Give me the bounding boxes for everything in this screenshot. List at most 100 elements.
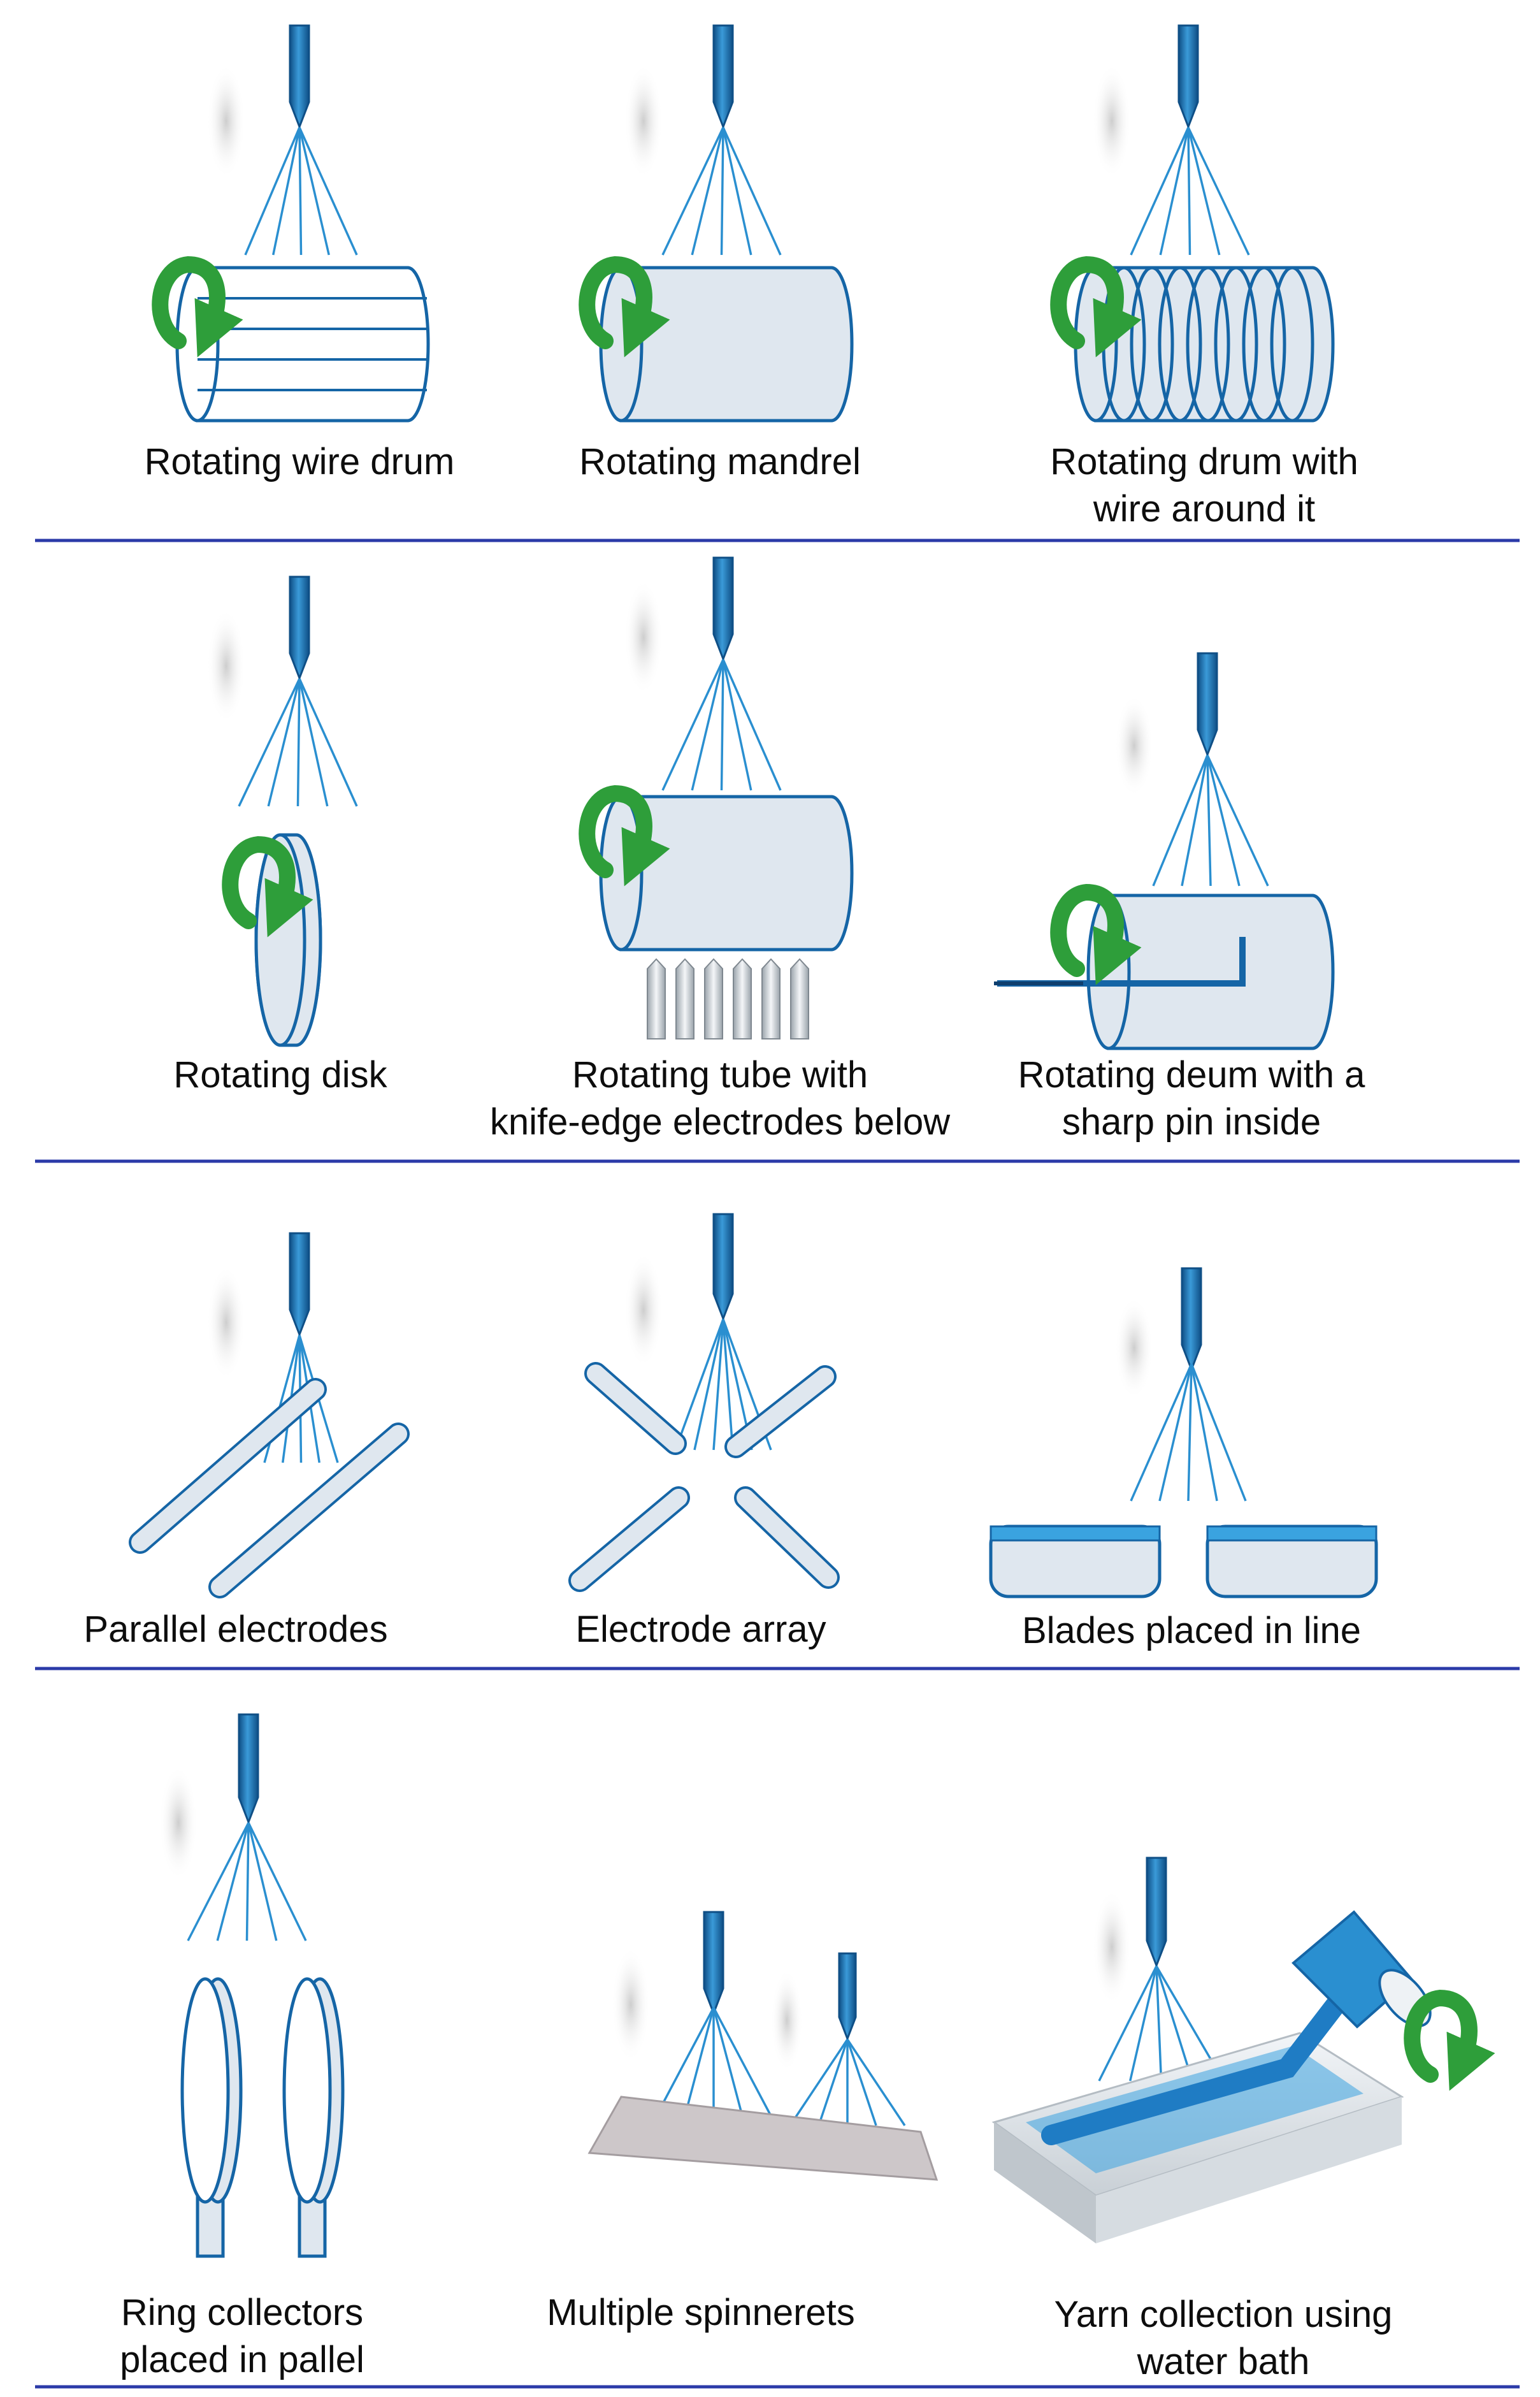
caption-wire-drum: Rotating wire drum: [144, 441, 455, 482]
rotation-arrow-wire-drum: [152, 256, 243, 358]
fiber-jet-1: [1181, 755, 1209, 887]
parallel-electrode-1-fill: [131, 1380, 324, 1551]
fiber-jet-1: [1129, 1966, 1158, 2082]
wire-drum-body: [196, 266, 430, 423]
fiber-jet-0: [244, 127, 301, 256]
blade-right-edge: [1206, 1525, 1378, 1542]
knife-electrode-5: [790, 958, 809, 1039]
fiber-jet-1: [216, 1822, 250, 1941]
wound-wire-5: [1214, 266, 1258, 423]
blade-left-edge: [989, 1525, 1161, 1542]
fiber-jet-4: [298, 127, 358, 256]
fiber-jet-4: [722, 659, 782, 791]
fiber-jet-1: [1159, 127, 1190, 256]
knife-electrode-0: [647, 958, 666, 1039]
fiber-multi-2-1: [817, 2039, 849, 2126]
fiber-jet-3: [298, 678, 329, 807]
caption-yarn: Yarn collection using water bath: [1054, 2294, 1393, 2382]
knife-electrode-4: [761, 958, 781, 1039]
fiber-jet-0: [238, 678, 301, 807]
fiber-jet-2: [720, 659, 724, 791]
fiber-jet-3: [1187, 127, 1221, 256]
needle-multi-1: [703, 1911, 724, 2017]
pin-drum-body: [1107, 894, 1335, 1050]
needle-drum-wire: [1177, 24, 1199, 130]
parallel-electrode-2-fill: [211, 1425, 407, 1596]
caption-drum-pin: Rotating deum with a sharp pin inside: [1018, 1054, 1365, 1143]
needle-blades: [1181, 1267, 1202, 1373]
knife-electrode-3: [733, 958, 752, 1039]
needle-array: [712, 1213, 734, 1322]
tube-body: [619, 795, 854, 952]
fiber-multi-2-3: [846, 2039, 877, 2126]
blur-shadow: [612, 1947, 650, 2062]
caption-tube-knife: Rotating tube with knife-edge electrodes…: [489, 1054, 951, 1143]
caption-parallel: Parallel electrodes: [83, 1609, 388, 1650]
fiber-jet-0: [187, 1822, 250, 1941]
knife-electrode-2: [704, 958, 723, 1039]
fiber-jet-2: [245, 1822, 250, 1941]
fiber-multi-1-1: [684, 2007, 715, 2117]
fiber-jet-3: [722, 1319, 734, 1451]
knife-electrode-1: [675, 958, 694, 1039]
array-electrode-br-fill: [737, 1489, 837, 1586]
fiber-jet-0: [1130, 127, 1190, 256]
rotation-arrow-drum-wire: [1050, 256, 1142, 358]
blur-shadow: [207, 1265, 245, 1380]
fiber-jet-2: [1187, 1363, 1193, 1502]
needle-wire-drum: [289, 24, 310, 130]
fiber-jet-4: [1187, 127, 1250, 256]
caption-mandrel: Rotating mandrel: [579, 441, 861, 482]
fiber-multi-1-4: [712, 2007, 772, 2117]
fiber-jet-3: [1190, 1363, 1218, 1502]
fiber-jet-2: [720, 127, 724, 256]
fiber-jet-0: [661, 127, 724, 256]
needle-mandrel: [712, 24, 734, 130]
fiber-jet-2: [298, 127, 303, 256]
fiber-jet-2: [1206, 755, 1212, 887]
blur-shadow: [1093, 1890, 1131, 2004]
caption-multi: Multiple spinnerets: [547, 2292, 855, 2333]
mandrel-body: [619, 266, 854, 423]
water-bath-side: [994, 2122, 1096, 2243]
fiber-jet-1: [1158, 1363, 1193, 1502]
fiber-jet-4: [298, 678, 358, 807]
rotation-arrow-mandrel: [579, 256, 670, 358]
fiber-jet-3: [722, 127, 752, 256]
fiber-jet-1: [693, 1319, 724, 1451]
caption-rings: Ring collectors placed in pallel: [120, 2292, 364, 2380]
fiber-jet-4: [1206, 755, 1269, 887]
rotation-arrow-tube: [579, 785, 670, 887]
fiber-jet-3: [722, 659, 752, 791]
fiber-jet-0: [1098, 1966, 1158, 2082]
blur-shadow: [207, 609, 245, 723]
blur-shadow: [624, 64, 663, 178]
array-electrode-tr-fill: [727, 1368, 834, 1456]
rotation-arrow-drum-pin: [1050, 883, 1142, 985]
wound-wire-6: [1242, 266, 1286, 423]
blur-shadow: [207, 64, 245, 178]
array-electrode-tl-fill: [587, 1365, 684, 1452]
fiber-multi-1-3: [712, 2007, 744, 2117]
blur-shadow: [771, 1969, 803, 2071]
array-electrode-bl-fill: [571, 1489, 687, 1590]
fiber-jet-2: [1155, 1966, 1163, 2082]
fiber-jet-0: [674, 1319, 724, 1451]
caption-drum-wire: Rotating drum with wire around it: [1050, 441, 1358, 530]
fiber-multi-2-0: [789, 2039, 849, 2126]
needle-parallel: [289, 1232, 310, 1338]
ring-collector-left-face: [180, 1977, 230, 2204]
blur-shadow: [1115, 695, 1153, 797]
wound-wire-4: [1186, 266, 1230, 423]
fiber-jet-1: [691, 127, 724, 256]
fiber-jet-3: [298, 127, 330, 256]
fiber-jet-4: [722, 127, 782, 256]
blur-shadow: [624, 580, 663, 695]
rotation-arrow-disk: [222, 836, 313, 938]
wound-wire-3: [1158, 266, 1202, 423]
needle-yarn: [1146, 1857, 1167, 1969]
blur-shadow: [624, 1252, 663, 1367]
needle-multi-2: [838, 1952, 857, 2041]
fiber-jet-1: [272, 127, 301, 256]
